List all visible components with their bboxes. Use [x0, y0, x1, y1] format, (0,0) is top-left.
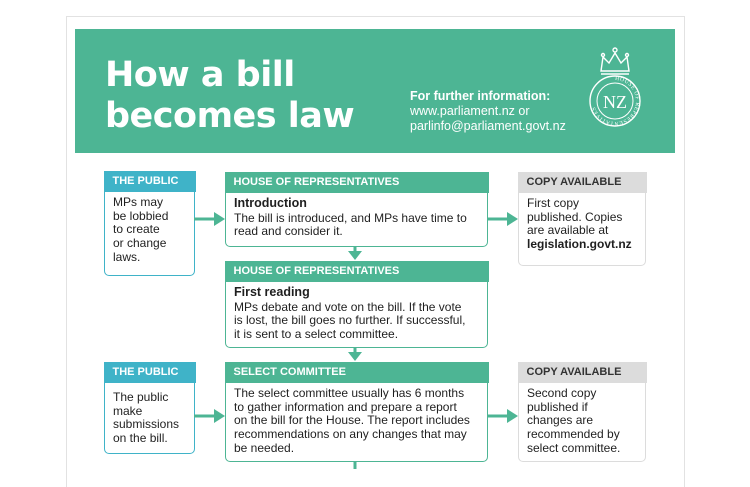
body-line: Second copy: [527, 386, 597, 400]
arrow-right-icon: [194, 212, 225, 226]
body-line: published. Copies: [527, 209, 623, 224]
box-body: First reading MPs debate and vote on the…: [234, 285, 481, 342]
public-box-submissions: THE PUBLIC The public make submissions o…: [103, 361, 196, 454]
body-line: be lobbied: [113, 208, 169, 223]
arrow-down-icon: [348, 347, 362, 361]
box-label: SELECT COMMITTEE: [224, 361, 489, 383]
body-line: First copy: [527, 196, 580, 210]
body-line: select committee.: [527, 440, 621, 455]
page-title: How a bill becomes law: [105, 55, 355, 137]
body-line: MPs may: [113, 195, 164, 209]
title-line: How a bill: [105, 55, 295, 95]
body-line: recommendations on any changes that may: [234, 427, 467, 442]
crown-icon: [600, 47, 630, 75]
info-email-link[interactable]: parlinfo@parliament.govt.nz: [410, 119, 566, 133]
logo-nz-text: NZ: [603, 92, 627, 112]
box-body: First copy published. Copies are availab…: [527, 196, 639, 252]
body-line: are available at: [527, 223, 609, 238]
box-label: COPY AVAILABLE: [517, 361, 647, 383]
box-body: Second copy published if changes are rec…: [527, 386, 639, 456]
body-line: read and consider it.: [234, 224, 343, 239]
body-line: The select committee usually has 6 month…: [234, 386, 465, 400]
box-label: THE PUBLIC: [103, 361, 196, 383]
body-line: be needed.: [234, 440, 295, 455]
body-line: on the bill for the House. The report in…: [234, 413, 470, 428]
box-label: THE PUBLIC: [103, 170, 196, 192]
box-label: HOUSE OF REPRESENTATIVES: [224, 260, 489, 282]
legislation-link[interactable]: legislation.govt.nz: [527, 237, 632, 252]
body-line: is lost, the bill goes no further. If su…: [234, 313, 466, 328]
body-line: make: [113, 403, 143, 418]
body-line: The bill is introduced, and MPs have tim…: [234, 210, 467, 225]
public-box-lobbying: THE PUBLIC MPs may be lobbied to create …: [103, 170, 196, 276]
body-line: The public: [113, 390, 169, 404]
box-body: MPs may be lobbied to create or change l…: [113, 195, 188, 265]
box-label: COPY AVAILABLE: [517, 171, 647, 193]
body-line: recommended by: [527, 427, 620, 442]
body-line: submissions: [113, 417, 180, 432]
body-line: laws.: [113, 249, 141, 264]
body-line: to gather information and prepare a repo…: [234, 399, 457, 414]
header-banner: How a bill becomes law For further infor…: [75, 29, 675, 153]
logo-inner-ring: [596, 82, 634, 120]
body-line: changes are: [527, 413, 594, 428]
contact-info: For further information: www.parliament.…: [410, 89, 566, 134]
body-line: on the bill.: [113, 431, 168, 446]
logo-ring: [589, 75, 641, 127]
body-line: or change: [113, 236, 167, 251]
house-of-representatives-logo: HOUSE OF REPRESENTATIVES NZ: [589, 47, 641, 127]
info-website-link[interactable]: www.parliament.nz or: [410, 104, 530, 118]
body-line: MPs debate and vote on the bill. If the …: [234, 299, 462, 314]
arrow-down-icon: [348, 246, 362, 260]
arrow-right-icon: [487, 409, 518, 423]
arrow-right-icon: [194, 409, 225, 423]
box-body: The public make submissions on the bill.: [113, 390, 188, 446]
arrow-right-icon: [487, 212, 518, 226]
stage-title: First reading: [234, 285, 310, 299]
house-box-introduction: HOUSE OF REPRESENTATIVES Introduction Th…: [224, 171, 489, 247]
copy-box-second: COPY AVAILABLE Second copy published if …: [517, 361, 647, 462]
stage-title: Introduction: [234, 196, 307, 210]
box-body: The select committee usually has 6 month…: [234, 386, 481, 456]
title-line: becomes law: [105, 96, 355, 136]
copy-box-first: COPY AVAILABLE First copy published. Cop…: [517, 171, 647, 266]
box-label: HOUSE OF REPRESENTATIVES: [224, 171, 489, 193]
box-body: Introduction The bill is introduced, and…: [234, 196, 481, 239]
info-heading: For further information:: [410, 89, 551, 103]
body-line: to create: [113, 222, 160, 237]
house-box-first-reading: HOUSE OF REPRESENTATIVES First reading M…: [224, 260, 489, 348]
select-committee-box: SELECT COMMITTEE The select committee us…: [224, 361, 489, 462]
body-line: it is sent to a select committee.: [234, 327, 399, 342]
arrow-down-icon: [353, 461, 357, 469]
body-line: published if: [527, 399, 588, 414]
